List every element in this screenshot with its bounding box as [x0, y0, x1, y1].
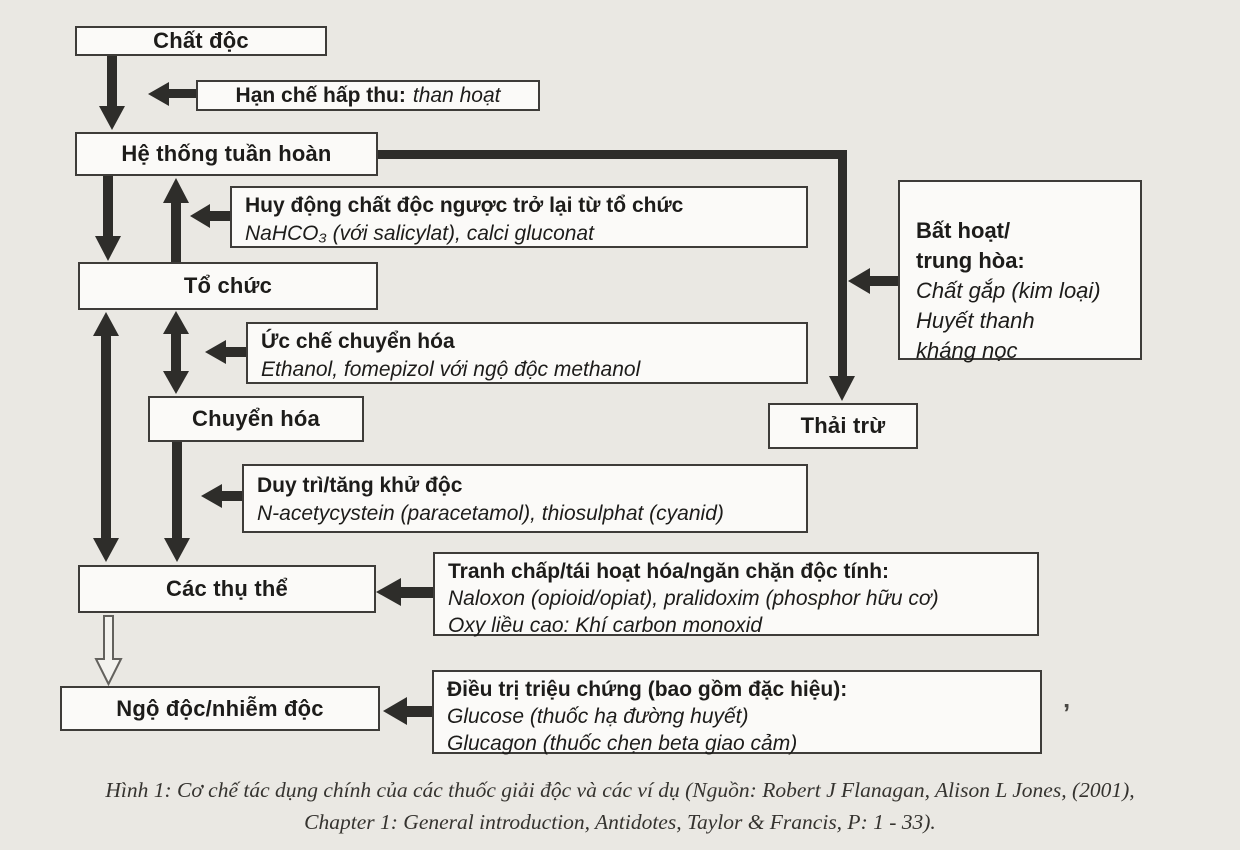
arrow-tochuc-chuyenhoa-double — [163, 311, 189, 394]
callout-bat-hoat: Bất hoạt/ trung hòa: Chất gắp (kim loại)… — [898, 180, 1142, 363]
callout-duy-tri: Duy trì/tăng khử độc N-acetycystein (par… — [242, 464, 808, 533]
callout-tranh-chap-title: Tranh chấp/tái hoạt hóa/ngăn chặn độc tí… — [448, 560, 890, 583]
node-he-thong-tuan-hoan: Hệ thống tuần hoàn — [75, 132, 378, 176]
arrow-hethong-to-thaitru — [377, 150, 855, 401]
arrow-chatdoc-to-hethong — [99, 54, 125, 130]
arrow-duytri — [201, 484, 244, 508]
arrow-hanche — [148, 82, 197, 106]
callout-huy-dong-detail: NaHCO₃ (với salicylat), calci gluconat — [245, 222, 594, 245]
callout-han-che-title: Hạn chế hấp thu: — [235, 83, 406, 107]
arrow-ucche — [205, 340, 248, 364]
callout-huy-dong-title: Huy động chất độc ngược trở lại từ tổ ch… — [245, 194, 684, 217]
callout-dieu-tri: Điều trị triệu chứng (bao gồm đặc hiệu):… — [432, 670, 1042, 755]
callout-tranh-chap-line1: Naloxon (opioid/opiat), pralidoxim (phos… — [448, 587, 939, 610]
node-chuyen-hoa: Chuyển hóa — [148, 396, 364, 442]
node-cac-thu-the: Các thụ thể — [78, 565, 376, 613]
node-to-chuc-label: Tổ chức — [183, 273, 273, 298]
callout-dieu-tri-line1: Glucose (thuốc hạ đường huyết) — [447, 705, 749, 728]
arrow-tranhchap — [376, 578, 434, 606]
arrow-bathoat — [848, 268, 899, 294]
arrow-hethong-to-tochuc — [95, 175, 121, 261]
node-chuyen-hoa-label: Chuyển hóa — [192, 406, 320, 431]
callout-duy-tri-detail: N-acetycystein (paracetamol), thiosulpha… — [257, 502, 724, 525]
callout-uc-che-title: Ức chế chuyển hóa — [261, 330, 455, 353]
callout-uc-che: Ức chế chuyển hóa Ethanol, fomepizol với… — [246, 322, 808, 384]
callout-dieu-tri-line2: Glucagon (thuốc chẹn beta giao cảm) — [447, 732, 798, 755]
callout-tranh-chap: Tranh chấp/tái hoạt hóa/ngăn chặn độc tí… — [433, 552, 1039, 637]
node-to-chuc: Tổ chức — [78, 262, 378, 310]
node-thai-tru: Thải trừ — [768, 403, 918, 449]
callout-uc-che-detail: Ethanol, fomepizol với ngộ độc methanol — [261, 358, 641, 381]
node-ngo-doc-label: Ngộ độc/nhiễm độc — [116, 695, 324, 721]
callout-dieu-tri-title: Điều trị triệu chứng (bao gồm đặc hiệu): — [447, 678, 848, 701]
callout-bat-hoat-title1: Bất hoạt/ — [916, 218, 1011, 243]
node-chat-doc-label: Chất độc — [153, 28, 249, 53]
figure-caption-line2: Chapter 1: General introduction, Antidot… — [304, 810, 936, 834]
arrow-huydong — [190, 204, 232, 228]
figure-caption-line1: Hình 1: Cơ chế tác dụng chính của các th… — [105, 778, 1135, 802]
arrow-cacthuthe-to-ngodoc-hollow — [94, 615, 123, 687]
node-he-thong-label: Hệ thống tuần hoàn — [121, 141, 332, 166]
node-chat-doc: Chất độc — [75, 26, 327, 56]
callout-bat-hoat-line2: Huyết thanh — [916, 308, 1035, 333]
callout-bat-hoat-line1: Chất gắp (kim loại) — [916, 278, 1101, 303]
node-cac-thu-the-label: Các thụ thể — [166, 576, 288, 601]
callout-duy-tri-title: Duy trì/tăng khử độc — [257, 474, 463, 497]
callout-tranh-chap-line2: Oxy liều cao: Khí carbon monoxid — [448, 614, 762, 637]
scan-artifact-mark: ’ — [1063, 698, 1071, 728]
callout-han-che-example: than hoạt — [412, 83, 501, 107]
arrow-chuyenhoa-to-cacthuthe — [164, 441, 190, 562]
arrow-tochuc-to-hethong — [163, 178, 189, 263]
arrow-dieutri — [383, 697, 433, 725]
callout-bat-hoat-line3: kháng nọc — [916, 338, 1018, 363]
node-thai-tru-label: Thải trừ — [800, 413, 886, 438]
arrow-tochuc-cacthuthe-double — [93, 312, 119, 562]
callout-huy-dong: Huy động chất độc ngược trở lại từ tổ ch… — [230, 186, 808, 248]
callout-han-che-hap-thu: Hạn chế hấp thu: than hoạt — [196, 80, 540, 111]
node-ngo-doc: Ngộ độc/nhiễm độc — [60, 686, 380, 731]
callout-bat-hoat-title2: trung hòa: — [916, 248, 1025, 273]
